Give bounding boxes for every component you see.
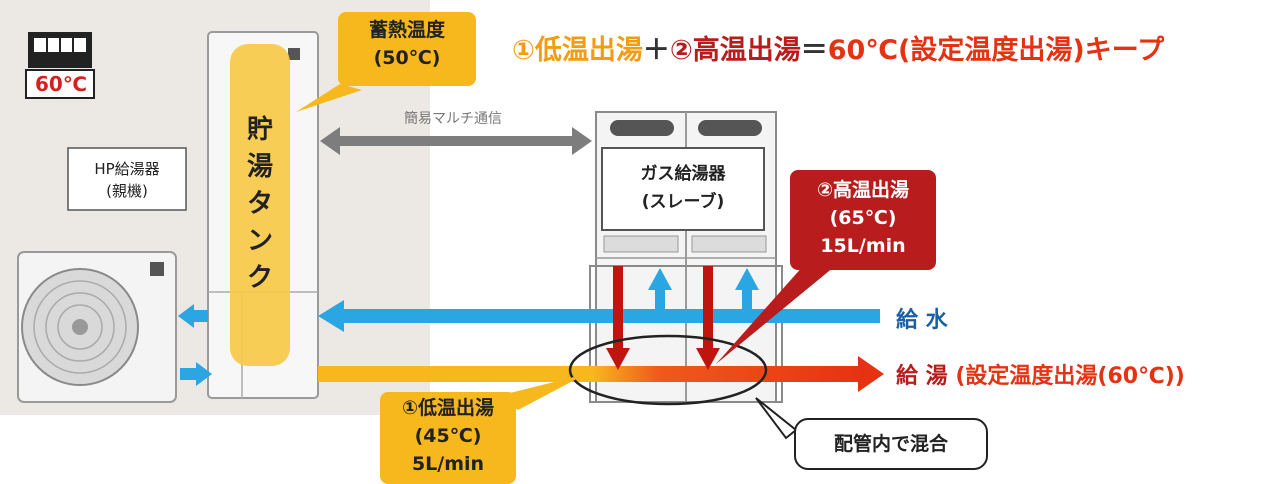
hot-water-title: 給 湯 <box>896 364 948 389</box>
low-temp-flow: 5L/min <box>411 453 485 475</box>
hot-water-outlet-arrow <box>318 356 884 392</box>
tank-label-char: ン <box>246 226 273 256</box>
high-temp-callout: ②高温出湯 (65℃) 15L/min <box>790 170 936 270</box>
headline-high-temp: ②高温出湯 <box>669 35 801 66</box>
tank-label: 貯 湯 タ ン ク <box>240 112 280 297</box>
hot-water-label: 給 湯 (設定温度出湯(60℃)) <box>896 358 1185 390</box>
headline-plus: ＋ <box>642 35 670 66</box>
high-temp-value: (65℃) <box>829 207 897 229</box>
mix-callout-pointer <box>755 397 798 440</box>
high-temp-title: ②高温出湯 <box>816 179 910 201</box>
gas-unit-label: ガス給湯器 (スレーブ) <box>602 160 764 216</box>
remote-controller-icon <box>25 32 95 99</box>
storage-callout-pointer <box>296 84 362 112</box>
high-temp-flow: 15L/min <box>820 235 906 257</box>
tank-label-char: タ <box>246 189 273 219</box>
communication-label: 簡易マルチ通信 <box>404 111 502 127</box>
high-callout-pointer <box>716 256 840 364</box>
remote-temperature: 60℃ <box>34 72 88 96</box>
hot-water-note: (設定温度出湯(60℃)) <box>955 364 1185 389</box>
water-supply-label: 給 水 <box>896 308 948 333</box>
gas-unit-role: (スレーブ) <box>641 192 725 212</box>
water-supply-arrow <box>318 268 880 332</box>
low-temp-value: (45℃) <box>414 425 482 447</box>
mixing-callout-text: 配管内で混合 <box>833 433 948 455</box>
tank-label-char: ク <box>246 263 273 293</box>
hp-unit-label: HP給湯器 (親機) <box>68 158 186 202</box>
low-callout-pointer <box>498 374 586 410</box>
tank-label-char: 貯 <box>246 115 273 145</box>
storage-temp-value: (50℃) <box>373 47 441 69</box>
low-temp-callout: ①低温出湯 (45℃) 5L/min <box>380 392 516 484</box>
gas-water-heater-unit <box>589 111 783 403</box>
tank-label-char: 湯 <box>246 152 273 182</box>
gas-unit-name: ガス給湯器 <box>640 164 726 184</box>
hp-label-box <box>67 147 187 211</box>
mixing-ellipse <box>568 334 768 406</box>
hp-unit-name: HP給湯器 <box>94 160 160 178</box>
communication-arrow <box>320 127 592 155</box>
storage-temp-callout: 蓄熱温度 (50℃) <box>338 12 476 86</box>
headline: ①低温出湯＋②高温出湯＝60℃(設定温度出湯)キープ <box>512 28 1164 67</box>
headline-low-temp: ①低温出湯 <box>512 35 643 66</box>
storage-temp-title: 蓄熱温度 <box>368 19 445 41</box>
mixing-callout: 配管内で混合 <box>794 418 988 470</box>
headline-equals: ＝ <box>800 35 828 66</box>
hp-inlet-arrows <box>178 304 212 386</box>
storage-tank-unit <box>207 31 319 399</box>
headline-result: 60℃(設定温度出湯)キープ <box>827 35 1165 66</box>
heat-pump-outdoor-unit <box>17 251 177 403</box>
hp-unit-role: (親機) <box>106 182 148 200</box>
low-temp-title: ①低温出湯 <box>401 397 495 419</box>
